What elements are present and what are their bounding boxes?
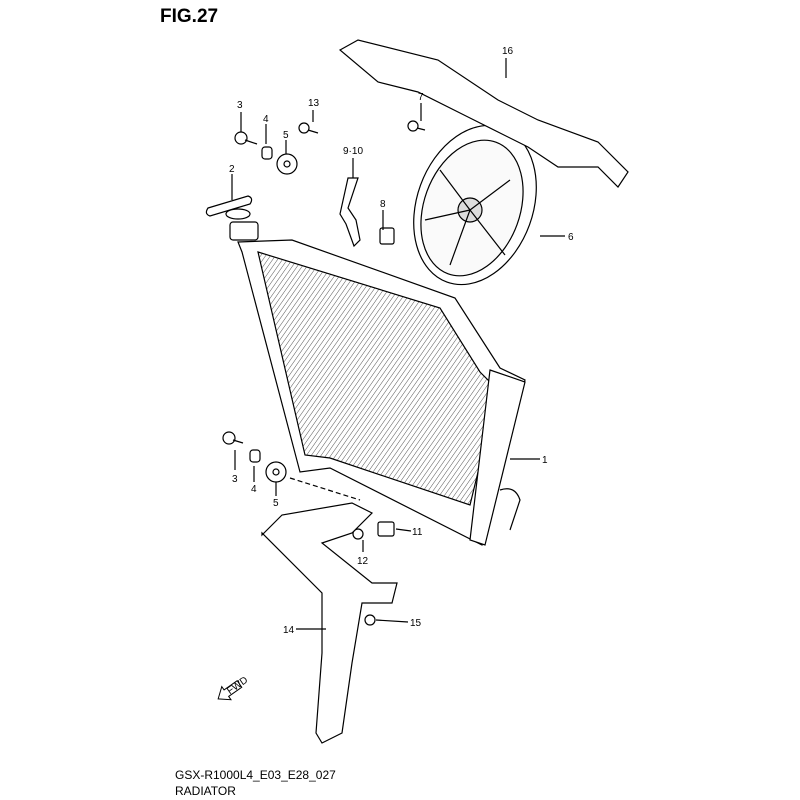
bolt-part-3[interactable] bbox=[234, 131, 258, 145]
radiator-cap-part-2[interactable] bbox=[205, 195, 253, 220]
cooling-fan-part-6[interactable] bbox=[392, 108, 557, 302]
fan-shroud-bracket-part-16[interactable] bbox=[338, 39, 629, 188]
fwd-label: FWD bbox=[225, 675, 250, 697]
bolt-part-7[interactable] bbox=[407, 120, 426, 132]
callout-16: 16 bbox=[502, 46, 514, 57]
bolt-part-12[interactable] bbox=[352, 528, 364, 540]
callout-15: 15 bbox=[410, 618, 422, 629]
collar-part-4[interactable] bbox=[261, 146, 273, 160]
collar-part-4-lower[interactable] bbox=[249, 449, 261, 463]
callout-4: 4 bbox=[263, 114, 269, 125]
callout-9-10: 9·10 bbox=[343, 146, 363, 157]
callout-14: 14 bbox=[283, 625, 295, 636]
section-name: RADIATOR bbox=[175, 784, 236, 798]
callout-12: 12 bbox=[357, 556, 369, 567]
bracket-part-14[interactable] bbox=[261, 502, 398, 744]
callout-11: 11 bbox=[412, 527, 423, 538]
bolt-part-3-lower[interactable] bbox=[222, 431, 244, 445]
radiator-part-1[interactable] bbox=[229, 221, 526, 546]
callout-5: 5 bbox=[283, 130, 289, 141]
callout-4-lower: 4 bbox=[251, 484, 257, 495]
clip-part-11[interactable] bbox=[377, 521, 395, 537]
callout-5-lower: 5 bbox=[273, 498, 279, 509]
grommet-part-5-lower[interactable] bbox=[265, 461, 287, 483]
callout-3-lower: 3 bbox=[232, 474, 238, 485]
grommet-part-5[interactable] bbox=[276, 153, 298, 175]
figure-title: FIG.27 bbox=[160, 6, 219, 27]
model-code: GSX-R1000L4_E03_E28_027 bbox=[175, 768, 336, 782]
forward-direction-arrow: FWD bbox=[217, 675, 250, 701]
callout-13: 13 bbox=[308, 98, 320, 109]
callout-7: 7 bbox=[418, 92, 424, 103]
bracket-part-9-10[interactable] bbox=[339, 177, 361, 248]
bolt-part-13[interactable] bbox=[298, 122, 319, 134]
callout-3: 3 bbox=[237, 100, 243, 111]
callout-1: 1 bbox=[542, 455, 548, 466]
callout-8: 8 bbox=[380, 199, 386, 210]
clip-part-8[interactable] bbox=[379, 227, 395, 245]
bolt-part-15[interactable] bbox=[364, 614, 376, 626]
callout-2: 2 bbox=[229, 164, 235, 175]
callout-6: 6 bbox=[568, 232, 574, 243]
